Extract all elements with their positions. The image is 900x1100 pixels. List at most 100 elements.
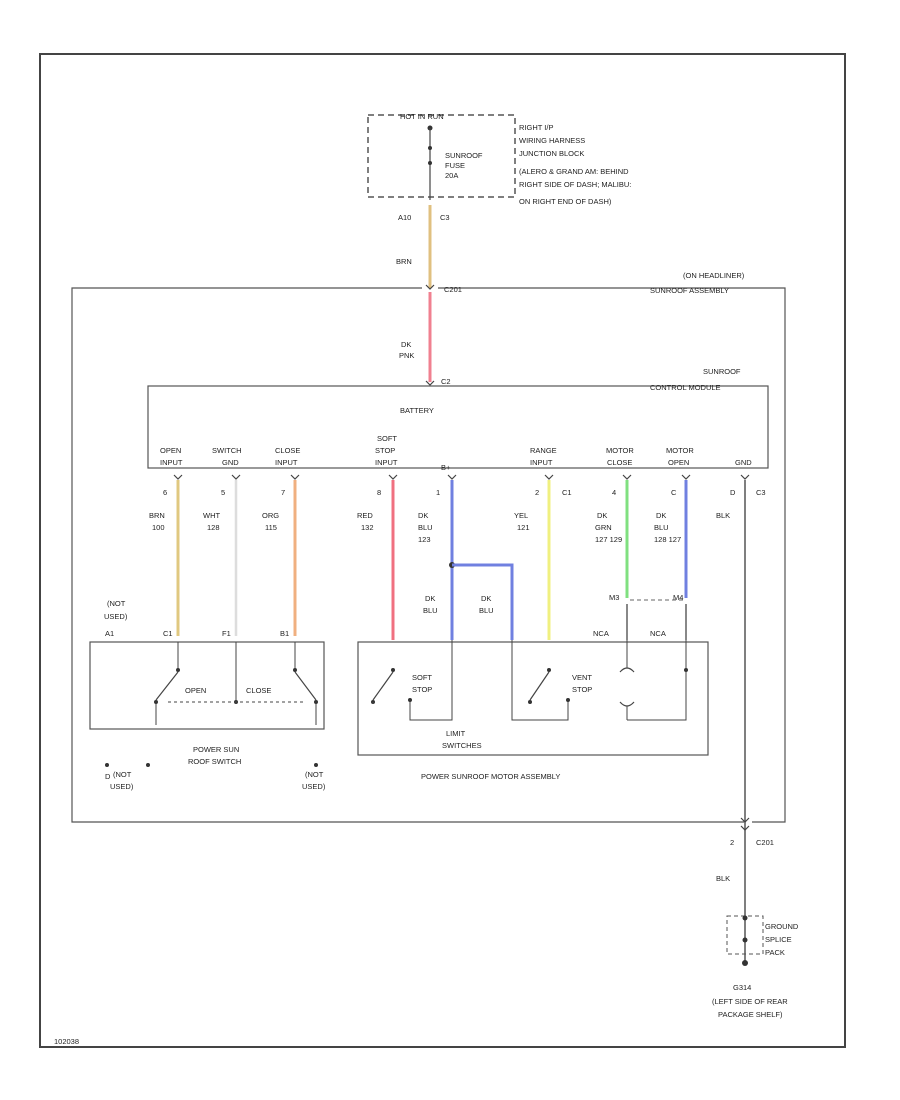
svg-text:(NOT: (NOT: [107, 599, 126, 608]
wire-dkblu-123: 1 DK BLU 123 DK BLU DK BLU: [418, 474, 514, 640]
svg-text:B1: B1: [280, 629, 289, 638]
top-brn-wire: A10 C3 BRN: [396, 205, 450, 288]
fuse-location-4: (ALERO & GRAND AM: BEHIND: [519, 167, 629, 176]
svg-text:INPUT: INPUT: [160, 458, 183, 467]
svg-text:B+: B+: [441, 463, 451, 472]
c201-top: C201: [444, 285, 462, 294]
svg-text:INPUT: INPUT: [530, 458, 553, 467]
svg-text:INPUT: INPUT: [275, 458, 298, 467]
fuse-amps: 20A: [445, 171, 458, 180]
svg-text:C201: C201: [756, 838, 774, 847]
svg-text:C1: C1: [163, 629, 173, 638]
svg-text:115: 115: [265, 523, 277, 532]
top-wire-pin: A10: [398, 213, 411, 222]
fuse-name: SUNROOF: [445, 151, 483, 160]
svg-text:OPEN: OPEN: [160, 446, 181, 455]
svg-text:C3: C3: [756, 488, 766, 497]
module-pin-switch-gnd: SWITCH GND: [212, 446, 242, 467]
svg-text:DK: DK: [597, 511, 607, 520]
svg-text:STOP: STOP: [375, 446, 395, 455]
module-pin-close-input: CLOSE INPUT: [275, 446, 300, 467]
fuse-block: HOT IN RUN SUNROOF FUSE 20A RIGHT I/P WI…: [367, 112, 631, 206]
svg-text:CLOSE: CLOSE: [246, 686, 271, 695]
assembly-label-2: SUNROOF ASSEMBLY: [650, 286, 729, 295]
module-pin-open-input: OPEN INPUT: [160, 446, 183, 467]
svg-text:BLU: BLU: [479, 606, 494, 615]
fuse-word: FUSE: [445, 161, 465, 170]
wire-dkgrn: 4 DK GRN 127 129: [595, 474, 632, 640]
svg-text:INPUT: INPUT: [375, 458, 398, 467]
wire-yel-121: 2 C1 YEL 121: [514, 474, 572, 640]
svg-text:SWITCH: SWITCH: [212, 446, 242, 455]
dkpnk-l1: DK: [401, 340, 411, 349]
dkpnk-l2: PNK: [399, 351, 414, 360]
svg-text:GROUND: GROUND: [765, 922, 799, 931]
fuse-location-5: RIGHT SIDE OF DASH; MALIBU:: [519, 180, 631, 189]
svg-text:4: 4: [612, 488, 616, 497]
motor-assembly: SOFT STOP VENT STOP LIMIT SWITCHES POWER…: [357, 640, 709, 781]
svg-text:121: 121: [517, 523, 530, 532]
svg-text:PACKAGE SHELF): PACKAGE SHELF): [718, 1010, 783, 1019]
module-pin-motor-close: MOTOR CLOSE: [606, 446, 634, 467]
svg-text:USED): USED): [302, 782, 326, 791]
control-module: C2 SUNROOF CONTROL MODULE BATTERY OPEN I…: [147, 367, 769, 472]
svg-text:(NOT: (NOT: [305, 770, 324, 779]
svg-text:5: 5: [221, 488, 225, 497]
svg-text:SPLICE: SPLICE: [765, 935, 792, 944]
svg-text:G314: G314: [733, 983, 751, 992]
svg-text:6: 6: [163, 488, 167, 497]
svg-text:128 127: 128 127: [654, 535, 681, 544]
fuse-location-6: ON RIGHT END OF DASH): [519, 197, 612, 206]
svg-text:PACK: PACK: [765, 948, 785, 957]
wire-dkblu-open: C DK BLU 128 127: [654, 474, 691, 640]
svg-text:MOTOR: MOTOR: [666, 446, 694, 455]
wire-wht-128: 5 WHT 128: [203, 474, 241, 636]
top-wire-conn: C3: [440, 213, 450, 222]
svg-text:GND: GND: [222, 458, 239, 467]
svg-text:ROOF SWITCH: ROOF SWITCH: [188, 757, 241, 766]
svg-text:ORG: ORG: [262, 511, 279, 520]
module-pin-range-input: RANGE INPUT: [530, 446, 557, 467]
module-pin-bplus: B+: [441, 463, 451, 472]
svg-text:STOP: STOP: [412, 685, 432, 694]
module-conn: C2: [441, 377, 451, 386]
wire-brn-100: 6 BRN 100: [149, 474, 183, 636]
svg-text:DK: DK: [418, 511, 428, 520]
svg-text:123: 123: [418, 535, 431, 544]
svg-text:CLOSE: CLOSE: [275, 446, 300, 455]
module-pin-motor-open: MOTOR OPEN: [666, 446, 694, 467]
wire-red-132: 8 RED 132: [357, 474, 398, 640]
svg-text:1: 1: [436, 488, 440, 497]
svg-text:8: 8: [377, 488, 381, 497]
top-wire-color: BRN: [396, 257, 412, 266]
svg-text:CLOSE: CLOSE: [607, 458, 632, 467]
svg-text:MOTOR: MOTOR: [606, 446, 634, 455]
hot-in-run-label: HOT IN RUN: [400, 112, 444, 121]
svg-text:BLU: BLU: [418, 523, 433, 532]
svg-text:DK: DK: [656, 511, 666, 520]
svg-text:D: D: [105, 772, 111, 781]
sunroof-assembly: (ON HEADLINER) SUNROOF ASSEMBLY C201: [71, 271, 786, 823]
svg-text:D: D: [730, 488, 736, 497]
svg-text:SOFT: SOFT: [412, 673, 432, 682]
svg-text:BLK: BLK: [716, 874, 730, 883]
svg-text:POWER SUNROOF MOTOR ASSEMBLY: POWER SUNROOF MOTOR ASSEMBLY: [421, 772, 560, 781]
svg-text:GRN: GRN: [595, 523, 612, 532]
svg-text:127 129: 127 129: [595, 535, 622, 544]
svg-text:C1: C1: [562, 488, 572, 497]
svg-text:DK: DK: [425, 594, 435, 603]
svg-text:YEL: YEL: [514, 511, 528, 520]
svg-text:F1: F1: [222, 629, 231, 638]
svg-text:M4: M4: [673, 593, 683, 602]
outer-frame: [39, 53, 846, 1048]
svg-text:RED: RED: [357, 511, 373, 520]
svg-text:(NOT: (NOT: [113, 770, 132, 779]
svg-text:OPEN: OPEN: [668, 458, 689, 467]
svg-text:RANGE: RANGE: [530, 446, 557, 455]
svg-text:DK: DK: [481, 594, 491, 603]
svg-text:BLK: BLK: [716, 511, 730, 520]
wire-org-115: 7 ORG 115: [262, 474, 300, 636]
svg-text:7: 7: [281, 488, 285, 497]
svg-text:GND: GND: [735, 458, 752, 467]
footer-id: 102038: [54, 1037, 79, 1046]
